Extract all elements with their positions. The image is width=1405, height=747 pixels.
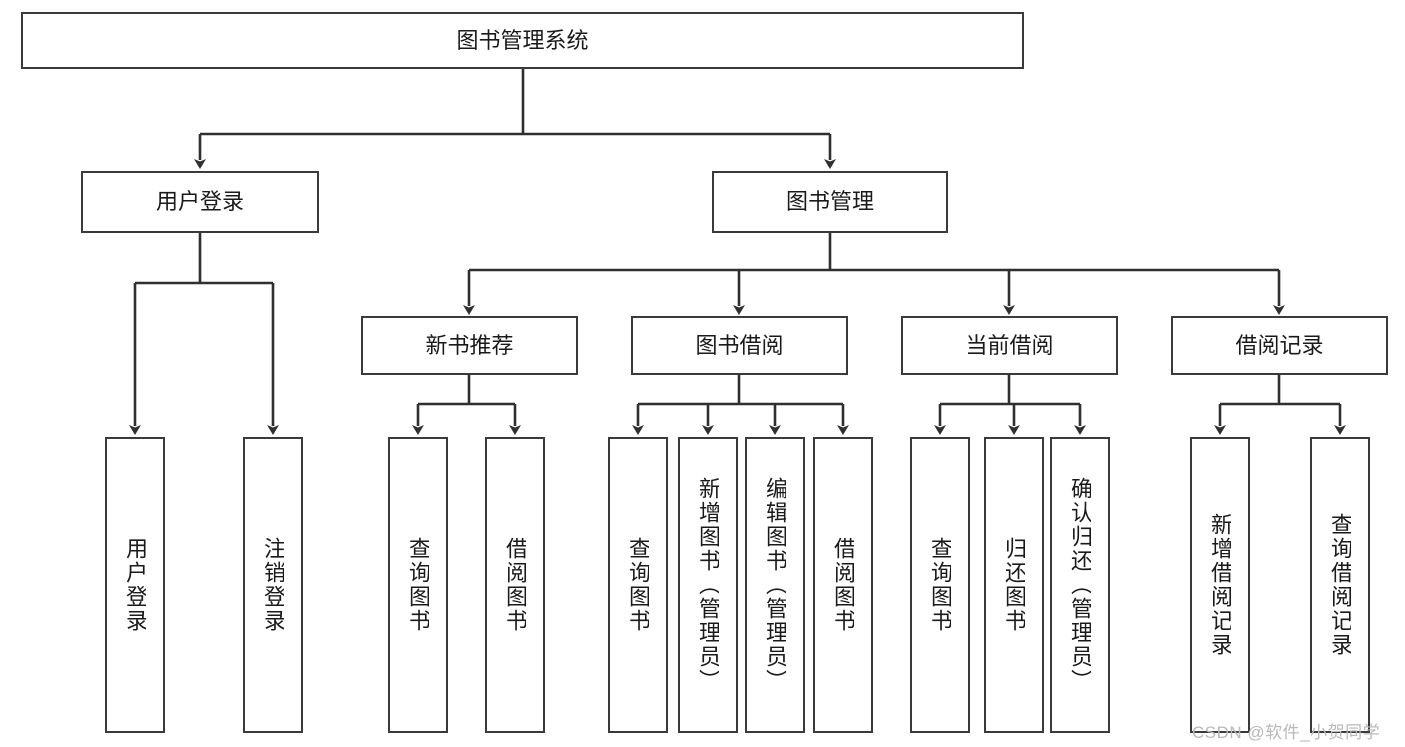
- leaf-borrow-edit-book[interactable]: 编辑图书（管理员）: [745, 437, 805, 733]
- leaf-records-query-label: 查询借阅记录: [1329, 513, 1351, 657]
- node-book-borrow-label: 图书借阅: [695, 332, 784, 358]
- leaf-current-confirm-return-label: 确认归还（管理员）: [1069, 477, 1091, 693]
- leaf-current-return-label: 归还图书: [1003, 537, 1025, 633]
- leaf-current-confirm-return[interactable]: 确认归还（管理员）: [1050, 437, 1110, 733]
- node-borrow-records[interactable]: 借阅记录: [1171, 316, 1388, 375]
- leaf-current-query[interactable]: 查询图书: [910, 437, 970, 733]
- leaf-new-books-query-label: 查询图书: [407, 537, 429, 633]
- leaf-new-books-query[interactable]: 查询图书: [388, 437, 448, 733]
- node-current-borrow[interactable]: 当前借阅: [901, 316, 1118, 375]
- node-current-borrow-label: 当前借阅: [965, 332, 1054, 358]
- node-user-login[interactable]: 用户登录: [81, 171, 319, 233]
- node-root[interactable]: 图书管理系统: [21, 12, 1024, 69]
- leaf-borrow-book-label: 借阅图书: [832, 537, 854, 633]
- node-new-book-recommend-label: 新书推荐: [425, 332, 514, 358]
- leaf-user-logout-label: 注销登录: [262, 537, 284, 633]
- leaf-current-query-label: 查询图书: [929, 537, 951, 633]
- leaf-borrow-query[interactable]: 查询图书: [608, 437, 668, 733]
- leaf-user-login-label: 用户登录: [124, 537, 146, 633]
- leaf-user-login[interactable]: 用户登录: [105, 437, 165, 733]
- leaf-records-add[interactable]: 新增借阅记录: [1190, 437, 1250, 733]
- leaf-user-logout[interactable]: 注销登录: [243, 437, 303, 733]
- node-borrow-records-label: 借阅记录: [1235, 332, 1324, 358]
- leaf-new-books-borrow[interactable]: 借阅图书: [485, 437, 545, 733]
- leaf-borrow-book[interactable]: 借阅图书: [813, 437, 873, 733]
- leaf-borrow-query-label: 查询图书: [627, 537, 649, 633]
- leaf-borrow-add-book[interactable]: 新增图书（管理员）: [678, 437, 738, 733]
- leaf-new-books-borrow-label: 借阅图书: [504, 537, 526, 633]
- node-book-borrow[interactable]: 图书借阅: [631, 316, 848, 375]
- node-root-label: 图书管理系统: [456, 27, 589, 53]
- leaf-current-return[interactable]: 归还图书: [984, 437, 1044, 733]
- node-book-management-label: 图书管理: [785, 189, 874, 215]
- node-book-management[interactable]: 图书管理: [712, 171, 948, 233]
- leaf-borrow-edit-book-label: 编辑图书（管理员）: [764, 477, 786, 693]
- node-new-book-recommend[interactable]: 新书推荐: [361, 316, 578, 375]
- node-user-login-label: 用户登录: [155, 189, 244, 215]
- leaf-records-add-label: 新增借阅记录: [1209, 513, 1231, 657]
- leaf-borrow-add-book-label: 新增图书（管理员）: [697, 477, 719, 693]
- csdn-watermark: CSDN @软件_小贺同学: [1192, 723, 1381, 742]
- leaf-records-query[interactable]: 查询借阅记录: [1310, 437, 1370, 733]
